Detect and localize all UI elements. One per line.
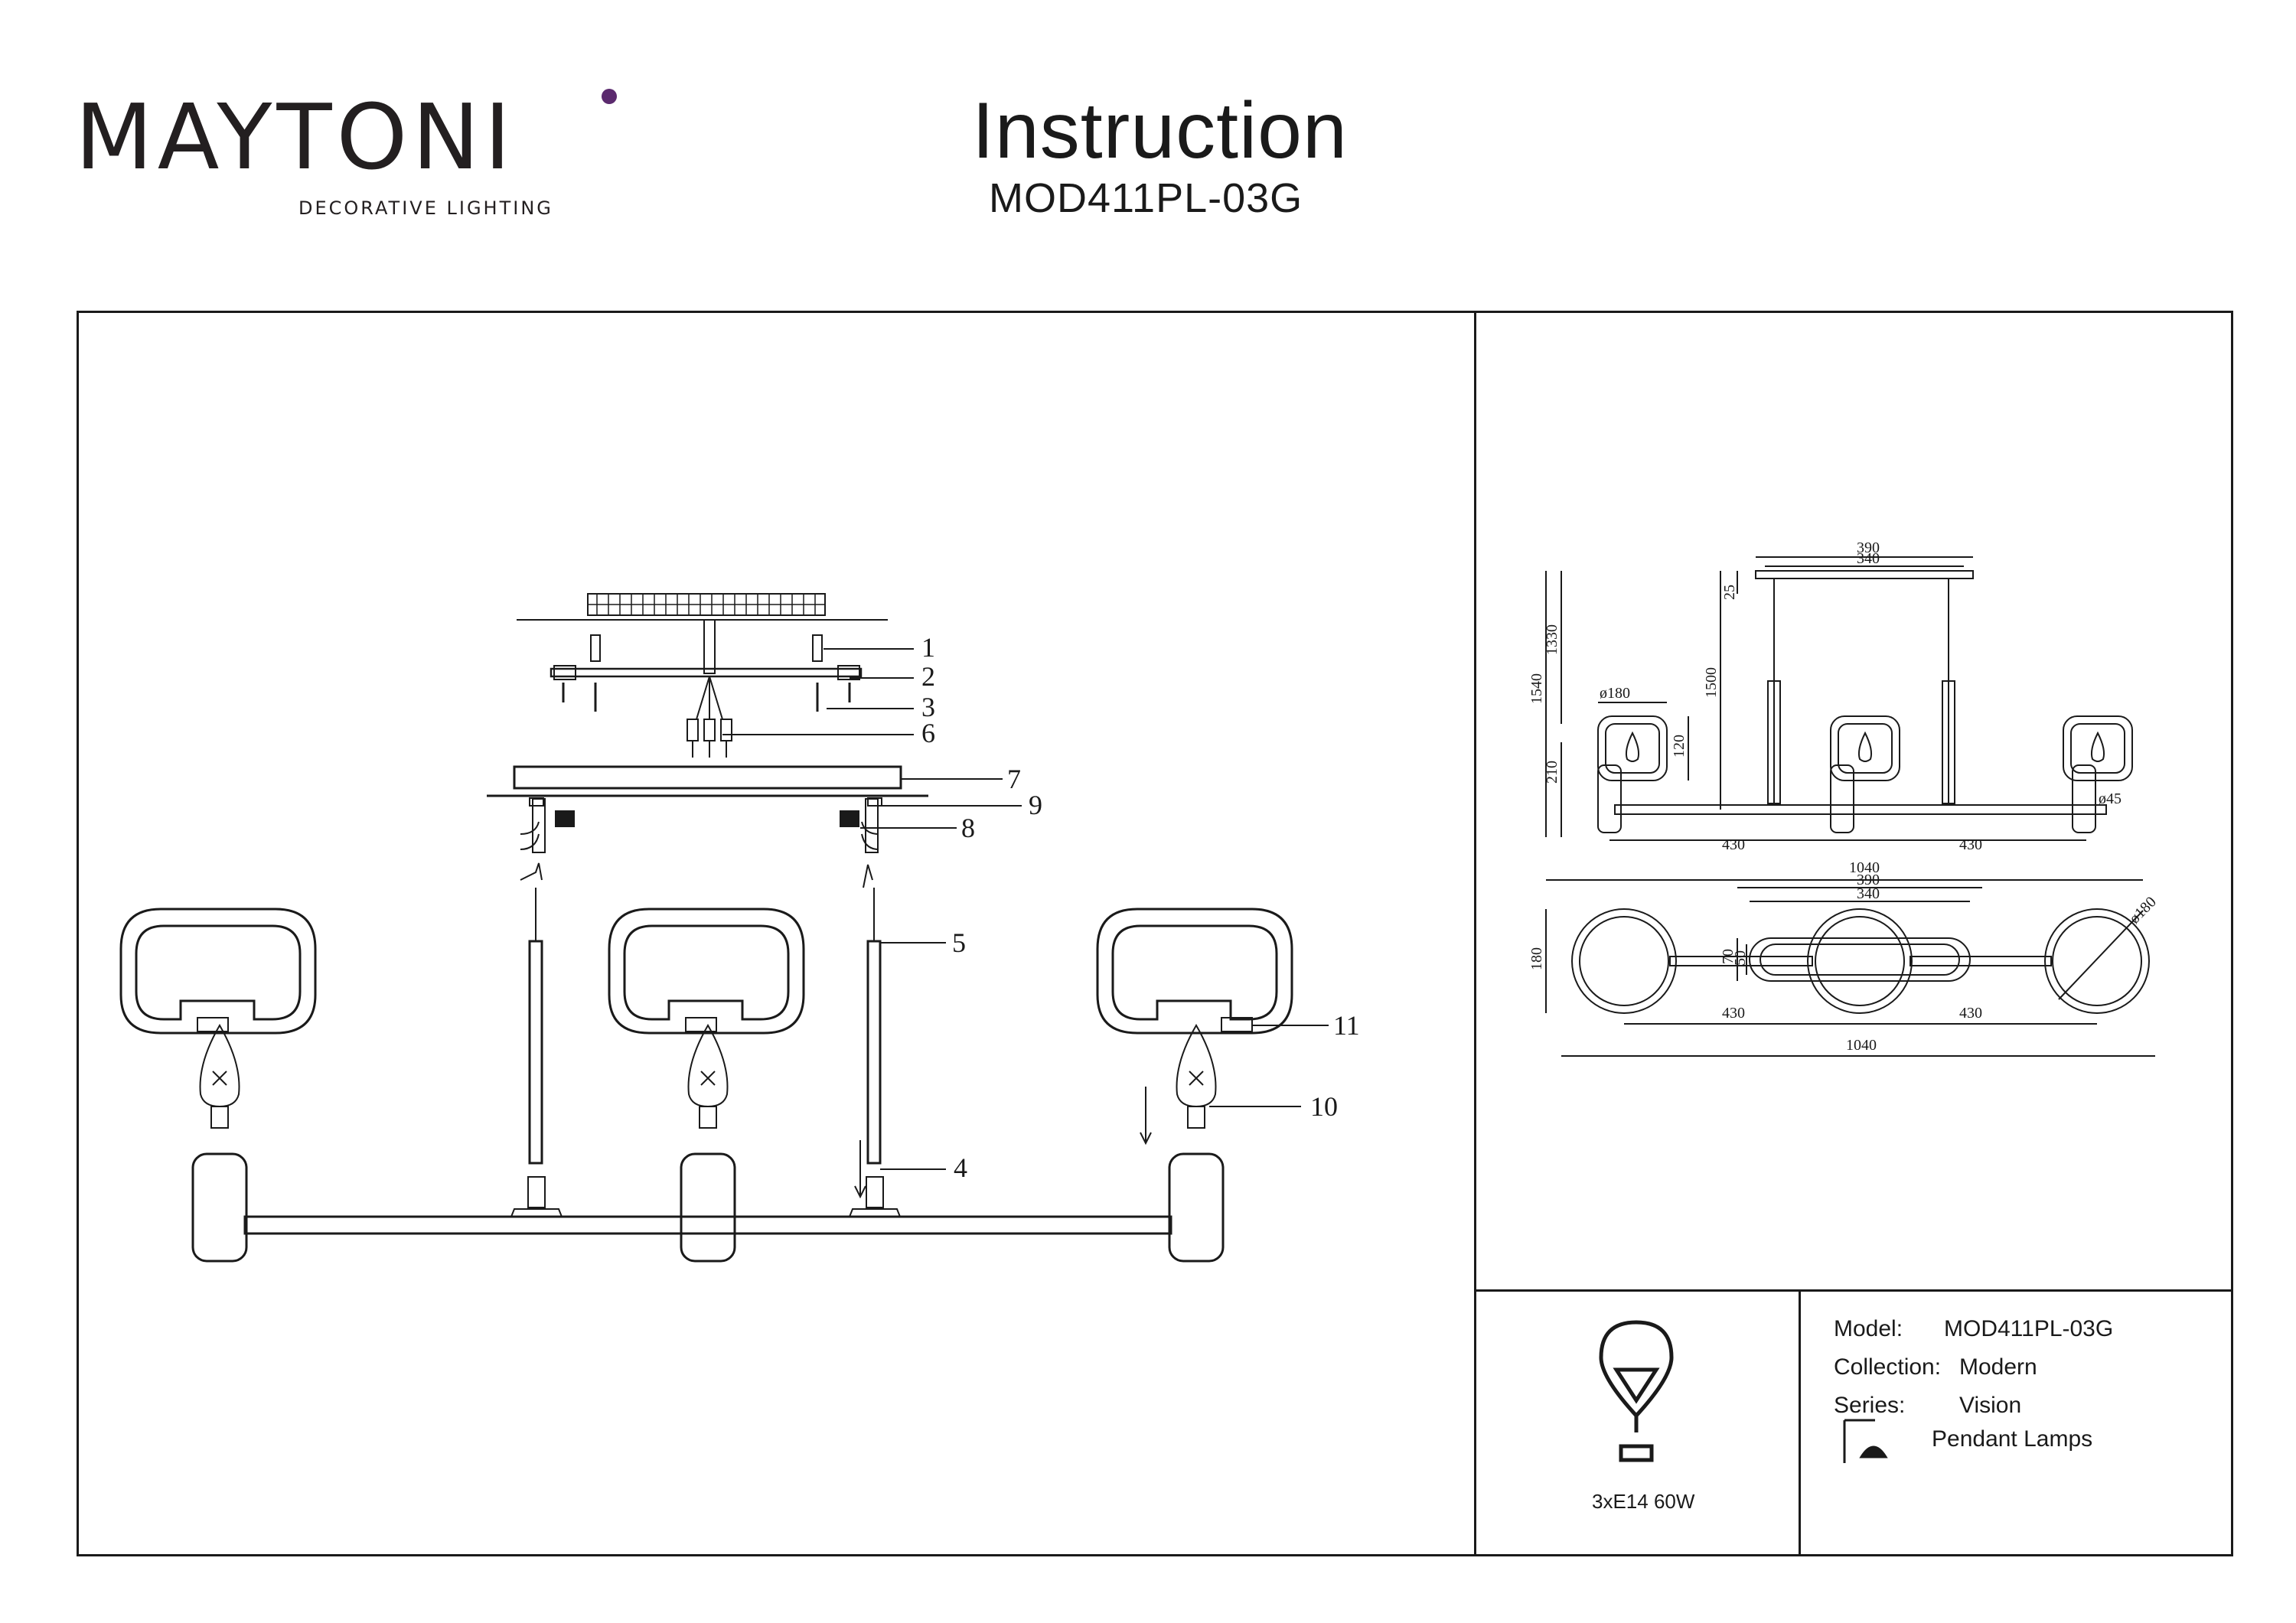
dim-front-total-height: 1540: [1528, 673, 1545, 704]
dim-front-total-width: 1040: [1849, 859, 1880, 876]
callout-7: 7: [1007, 764, 1021, 794]
bulb-icon: [1599, 1320, 1674, 1462]
dim-front-canopy-inner: 340: [1857, 550, 1880, 567]
callout-5: 5: [952, 927, 966, 958]
shade-center: [608, 908, 805, 1035]
dim-front-drop: 1500: [1703, 667, 1720, 698]
top-view: [1545, 887, 2155, 1057]
dim-top-canopy-inner: 340: [1857, 885, 1880, 902]
model-value: MOD411PL-03G: [1944, 1316, 2114, 1341]
brand-tagline: DECORATIVE LIGHTING: [298, 197, 553, 219]
dim-front-arm-left: 430: [1722, 836, 1745, 853]
dim-top-canopy-outer: 390: [1857, 872, 1880, 888]
collection-value: Modern: [1959, 1354, 2037, 1380]
dim-top-arm-left: 430: [1722, 1005, 1745, 1022]
rod-left: [528, 940, 543, 1165]
brand-name: MAYTONI: [75, 84, 516, 190]
lamp-type: Pendant Lamps: [1932, 1426, 2093, 1452]
callout-6: 6: [921, 718, 935, 748]
dim-front-canopy-height: 25: [1721, 585, 1738, 600]
dim-front-lower-height: 210: [1544, 761, 1561, 784]
callout-1: 1: [921, 632, 935, 663]
dim-top-canopy-depth-outer: 70: [1720, 949, 1737, 964]
bulb-left: [199, 1024, 240, 1129]
dim-front-shade-height: 120: [1671, 735, 1688, 758]
dim-front-shade-diameter: ø180: [1600, 685, 1630, 702]
callout-8: 8: [961, 813, 975, 843]
callout-2: 2: [921, 661, 935, 692]
terminal-block: [687, 676, 732, 758]
collection-label: Collection:: [1834, 1354, 1942, 1380]
model-label: Model:: [1834, 1316, 1903, 1341]
ceiling-hatch: [587, 593, 826, 616]
callout-4: 4: [954, 1152, 967, 1183]
brand-dot: [602, 89, 617, 104]
dim-front-canopy-outer: 390: [1857, 539, 1880, 556]
shade-right: [1096, 908, 1293, 1035]
model-code: MOD411PL-03G: [989, 175, 1303, 221]
dim-top-total-width: 1040: [1846, 1037, 1877, 1054]
dim-front-socket-diameter: ø45: [2099, 790, 2122, 807]
shade-left: [119, 908, 317, 1035]
front-view: [1545, 556, 2143, 881]
bulb-spec: 3xE14 60W: [1592, 1490, 1695, 1513]
horizontal-arm: [243, 1215, 1172, 1235]
rod-right: [866, 940, 882, 1165]
frame-divider-vertical: [1474, 311, 1476, 1556]
callout-11: 11: [1333, 1010, 1360, 1041]
bulb-center: [687, 1024, 729, 1129]
socket-holder-right: [1168, 1152, 1225, 1263]
callout-3: 3: [921, 692, 935, 722]
canopy: [513, 765, 902, 790]
dim-top-canopy-depth-inner: 50: [1732, 950, 1749, 966]
brand-logo: MAYTONI DECORATIVE LIGHTING: [75, 84, 617, 219]
dim-front-arm-right: 430: [1959, 836, 1982, 853]
dim-top-depth: 180: [1528, 947, 1545, 970]
pendant-lamp-icon: [1843, 1419, 1888, 1463]
spec-divider: [1799, 1289, 1801, 1556]
dim-front-rod-height: 1330: [1544, 624, 1561, 655]
callout-10: 10: [1310, 1091, 1338, 1122]
callout-9: 9: [1029, 790, 1042, 820]
mounting-plate: [550, 619, 863, 712]
socket-holder-center: [680, 1152, 736, 1263]
series-value: Vision: [1959, 1393, 2022, 1418]
frame-divider-horizontal: [1474, 1289, 2233, 1292]
series-label: Series:: [1834, 1393, 1906, 1418]
dim-top-arm-right: 430: [1959, 1005, 1982, 1022]
drawing-frame: [77, 311, 2233, 1556]
page-title: Instruction: [972, 86, 1348, 175]
socket-holder-left: [191, 1152, 248, 1263]
bulb-right: [1176, 1024, 1217, 1129]
